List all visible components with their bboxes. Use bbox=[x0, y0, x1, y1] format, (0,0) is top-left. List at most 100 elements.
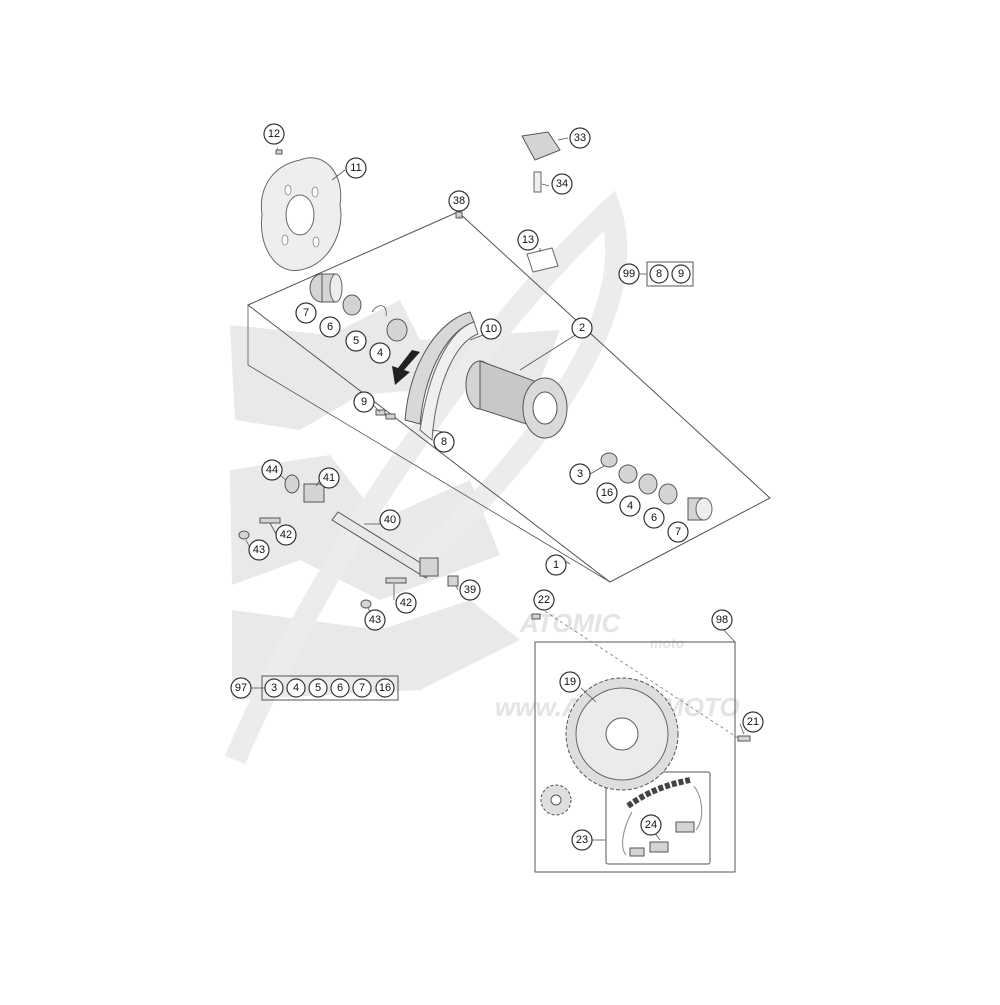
rim-lock-icon bbox=[521, 131, 561, 161]
callout-label: 13 bbox=[522, 234, 534, 246]
kit-item-text: 5 bbox=[315, 682, 321, 694]
callout-6: 6 bbox=[319, 316, 341, 338]
callout-label: 42 bbox=[400, 597, 412, 609]
callout-34: 34 bbox=[551, 173, 573, 195]
valve-parts bbox=[455, 131, 561, 273]
callout-2: 2 bbox=[571, 317, 593, 339]
shaft-seal-icon bbox=[342, 294, 362, 316]
kit-97-item: 6 bbox=[330, 678, 350, 698]
callout-38: 38 bbox=[448, 190, 470, 212]
circlip-icon bbox=[371, 305, 387, 317]
axle-icon bbox=[331, 511, 433, 579]
kit-99-item: 8 bbox=[649, 264, 669, 284]
callout-label: 5 bbox=[353, 335, 359, 347]
callout-label: 10 bbox=[485, 323, 497, 335]
callout-label: 21 bbox=[747, 716, 759, 728]
rim-lock-nut-icon bbox=[533, 171, 542, 193]
rim-tape-icon bbox=[526, 247, 559, 273]
callout-24: 24 bbox=[640, 814, 662, 836]
callout-4: 4 bbox=[369, 342, 391, 364]
left-spacer-icon bbox=[309, 273, 343, 303]
chain-clip-icon bbox=[629, 847, 645, 857]
kit-97-item: 7 bbox=[352, 678, 372, 698]
kit-97-item: 4 bbox=[286, 678, 306, 698]
callout-21: 21 bbox=[742, 711, 764, 733]
callout-43b: 43 bbox=[364, 609, 386, 631]
chain-link-icon bbox=[675, 821, 695, 833]
washer-icon bbox=[284, 474, 300, 494]
callout-39: 39 bbox=[459, 579, 481, 601]
callout-label: 19 bbox=[564, 676, 576, 688]
kit-label-text: 99 bbox=[623, 268, 635, 280]
adjuster-screw-icon bbox=[259, 517, 281, 524]
callout-label: 41 bbox=[323, 472, 335, 484]
kit-97-item: 5 bbox=[308, 678, 328, 698]
callout-12: 12 bbox=[263, 123, 285, 145]
callout-19: 19 bbox=[559, 671, 581, 693]
callout-label: 40 bbox=[384, 514, 396, 526]
callout-44: 44 bbox=[261, 459, 283, 481]
callout-label: 4 bbox=[377, 347, 383, 359]
spacer-icon bbox=[600, 452, 618, 468]
nut-icon bbox=[238, 530, 250, 540]
callout-label: 11 bbox=[350, 162, 361, 174]
callout-1: 1 bbox=[545, 554, 567, 576]
callout-label: 6 bbox=[651, 512, 657, 524]
callout-7: 7 bbox=[295, 302, 317, 324]
front-sprocket-icon bbox=[540, 784, 572, 816]
callout-98: 98 bbox=[711, 609, 733, 631]
adjuster-screw-right-icon bbox=[385, 577, 407, 584]
callout-9: 9 bbox=[353, 391, 375, 413]
rear-sprocket-icon bbox=[565, 677, 679, 791]
shaft-seal-icon bbox=[658, 483, 678, 505]
callout-6b: 6 bbox=[643, 507, 665, 529]
brake-disc-icon bbox=[260, 157, 342, 271]
kit-item-text: 6 bbox=[337, 682, 343, 694]
callout-3: 3 bbox=[569, 463, 591, 485]
rotation-direction-arrow-icon bbox=[392, 350, 420, 385]
kit-item-text: 16 bbox=[379, 682, 391, 694]
spoke-nipple-icon bbox=[385, 413, 396, 420]
callout-label: 34 bbox=[556, 178, 568, 190]
kit-97: 97 3 4 5 6 7 16 bbox=[230, 675, 399, 701]
kit-item-text: 8 bbox=[656, 268, 662, 280]
kit-item-text: 7 bbox=[359, 682, 365, 694]
callout-label: 43 bbox=[253, 544, 265, 556]
callout-label: 16 bbox=[601, 487, 613, 499]
drive-kit-parts bbox=[531, 613, 751, 857]
bearing-icon bbox=[386, 318, 408, 342]
kit-97-item: 16 bbox=[375, 678, 395, 698]
callout-11: 11 bbox=[345, 157, 367, 179]
spoke-nipple-icon bbox=[375, 409, 386, 416]
callout-33: 33 bbox=[569, 127, 591, 149]
callout-label: 98 bbox=[716, 614, 728, 626]
callout-22: 22 bbox=[533, 589, 555, 611]
kit-item-text: 3 bbox=[271, 682, 277, 694]
watermark-brand-sub: moto bbox=[650, 635, 685, 651]
rear-hub-icon bbox=[465, 360, 568, 439]
callout-label: 23 bbox=[576, 834, 588, 846]
right-spacer-icon bbox=[687, 497, 713, 521]
kit-label-text: 97 bbox=[235, 682, 247, 694]
kit-99: 99 8 9 bbox=[618, 261, 694, 287]
chain-link-icon bbox=[649, 841, 669, 853]
callout-41: 41 bbox=[318, 467, 340, 489]
kit-97-label: 97 bbox=[230, 677, 252, 699]
sprocket-nut-icon bbox=[531, 613, 541, 620]
callout-42: 42 bbox=[275, 524, 297, 546]
callout-42b: 42 bbox=[395, 592, 417, 614]
wheel-assembly-frame bbox=[247, 211, 771, 583]
callout-label: 12 bbox=[268, 128, 280, 140]
chain-adjuster-right-icon bbox=[419, 557, 439, 577]
callout-label: 22 bbox=[538, 594, 550, 606]
callout-label: 38 bbox=[453, 195, 465, 207]
sprocket-screw-icon bbox=[737, 735, 751, 742]
callout-43: 43 bbox=[248, 539, 270, 561]
chain-icon bbox=[622, 777, 703, 856]
callout-10: 10 bbox=[480, 318, 502, 340]
axle-parts bbox=[238, 474, 459, 609]
nut-icon bbox=[360, 599, 372, 609]
callout-label: 39 bbox=[464, 584, 476, 596]
watermark-brand: ATOMIC bbox=[519, 608, 621, 638]
